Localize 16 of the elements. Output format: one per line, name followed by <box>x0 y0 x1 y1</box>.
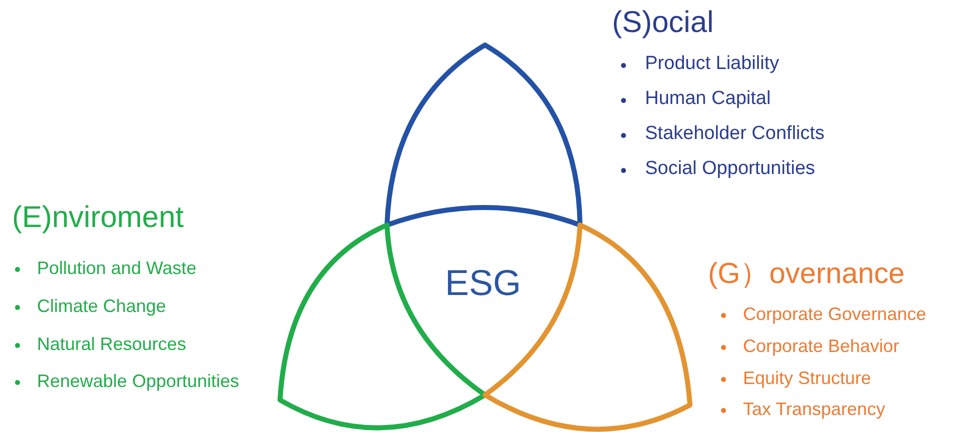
bullet-item: Tax Transparency <box>743 399 886 420</box>
section-heading: (S)ocial <box>612 6 714 40</box>
bullet-item: Equity Structure <box>743 368 872 389</box>
bullet-item: Climate Change <box>37 296 166 317</box>
bullet-item: Stakeholder Conflicts <box>645 123 825 145</box>
bullet-item: Natural Resources <box>37 334 186 355</box>
bullet-item: Corporate Behavior <box>743 336 900 357</box>
bullet-item: Human Capital <box>645 88 771 110</box>
bullet-item: Social Opportunities <box>645 158 816 180</box>
bullet-item: Renewable Opportunities <box>37 371 240 392</box>
bullet-item: Corporate Governance <box>743 304 926 325</box>
center-label: ESG <box>445 262 522 304</box>
bullet-item: Product Liability <box>645 53 780 75</box>
bullet-item: Pollution and Waste <box>37 258 196 279</box>
section-heading: (G）overnance <box>708 258 905 292</box>
section-heading: (E)nviroment <box>12 201 184 236</box>
